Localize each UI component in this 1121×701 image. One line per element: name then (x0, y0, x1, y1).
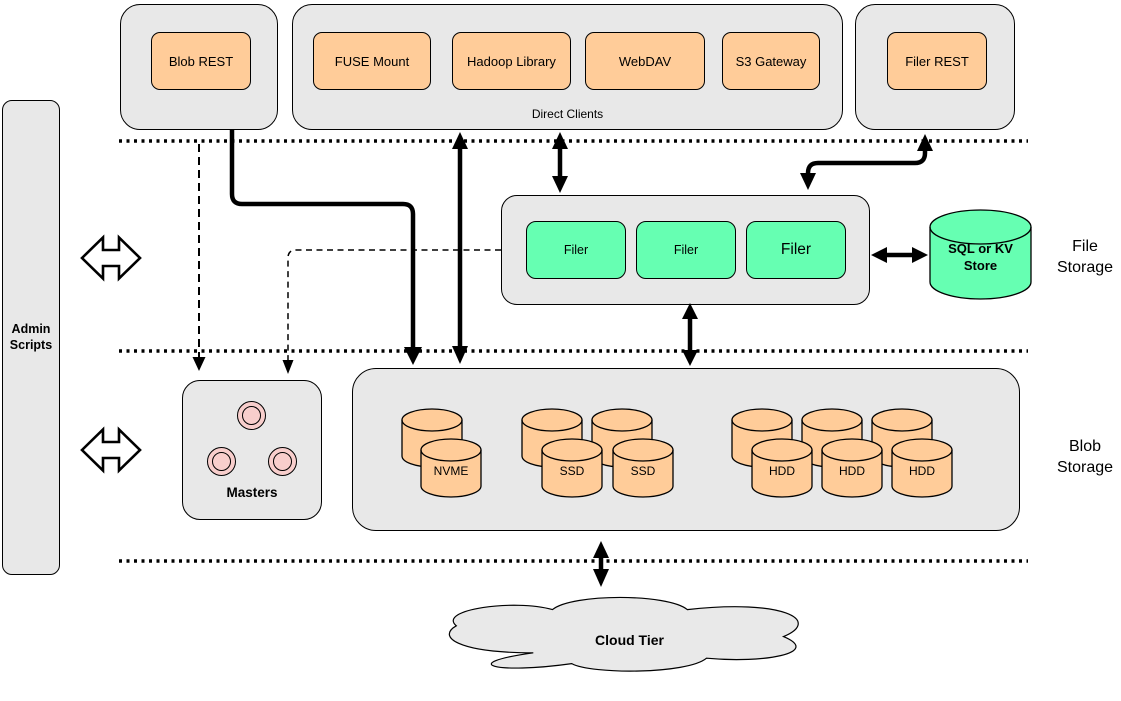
connector-filer-metadata-bidirectional (871, 247, 928, 263)
connector-clients-volumes-bidirectional (452, 132, 468, 364)
disk-cylinder-hdd: HDD (891, 438, 953, 498)
hadoop-library-label: Hadoop Library (467, 53, 556, 69)
webdav-label: WebDAV (618, 53, 672, 69)
connector-blobrest-masters-dashed (192, 144, 206, 371)
filer-rest-label: Filer REST (905, 53, 969, 69)
database-cylinder-icon (929, 209, 1032, 300)
filer-box-1: Filer (526, 221, 626, 279)
file-storage-section-label: File Storage (1056, 238, 1114, 276)
hadoop-library-box: Hadoop Library (452, 32, 571, 90)
fuse-mount-label: FUSE Mount (334, 53, 410, 69)
filer-group-container: Filer Filer Filer (501, 195, 870, 305)
admin-scripts-box: Admin Scripts (2, 100, 60, 575)
filer-label-1: Filer (563, 243, 589, 257)
cloud-tier-label: Cloud Tier (595, 632, 664, 648)
filer-box-3: Filer (746, 221, 846, 279)
metadata-store-cylinder: SQL or KV Store (929, 209, 1032, 300)
master-node-icon (207, 447, 236, 476)
master-node-icon (268, 447, 297, 476)
disk-label-ssd: SSD (559, 464, 585, 478)
connector-filerrest-filer-bidirectional (800, 134, 933, 190)
filer-label-3: Filer (780, 241, 812, 258)
volume-servers-box: NVME SSD SSD HDD (352, 368, 1020, 531)
connector-blobrest-to-volumes (229, 130, 422, 365)
direct-clients-container: FUSE Mount Hadoop Library WebDAV S3 Gate… (292, 4, 843, 130)
connector-volumes-cloud-bidirectional (593, 541, 609, 587)
disk-cylinder-nvme: NVME (420, 438, 482, 498)
disk-cylinder-hdd: HDD (751, 438, 813, 498)
filer-box-2: Filer (636, 221, 736, 279)
s3-gateway-box: S3 Gateway (722, 32, 820, 90)
disk-label-nvme: NVME (433, 464, 469, 478)
connector-clients-filer-bidirectional (552, 132, 568, 193)
admin-blob-tier-arrow-icon (80, 426, 142, 474)
blob-storage-section-label: Blob Storage (1056, 438, 1114, 476)
blob-rest-box: Blob REST (151, 32, 251, 90)
disk-cylinder-ssd: SSD (612, 438, 674, 498)
disk-label-ssd: SSD (630, 464, 656, 478)
master-node-icon (237, 401, 266, 430)
cloud-icon (448, 596, 799, 672)
connector-filer-masters-dashed (282, 249, 501, 374)
disk-label-hdd: HDD (839, 464, 865, 478)
masters-label: Masters (226, 485, 278, 500)
filer-label-2: Filer (673, 243, 699, 257)
direct-clients-label: Direct Clients (531, 107, 604, 121)
disk-label-hdd: HDD (769, 464, 795, 478)
disk-cylinder-hdd: HDD (821, 438, 883, 498)
metadata-store-label: SQL or KV Store (948, 241, 1013, 273)
filer-rest-container: Filer REST (855, 4, 1015, 130)
fuse-mount-box: FUSE Mount (313, 32, 431, 90)
masters-box: Masters (182, 380, 322, 520)
disk-label-hdd: HDD (909, 464, 935, 478)
disk-cylinder-ssd: SSD (541, 438, 603, 498)
cloud-tier: Cloud Tier (437, 588, 822, 696)
admin-file-tier-arrow-icon (80, 234, 142, 282)
s3-gateway-label: S3 Gateway (735, 53, 807, 69)
admin-scripts-label: Admin Scripts (9, 321, 53, 352)
connector-filer-volumes-bidirectional (682, 303, 698, 366)
blob-rest-container: Blob REST (120, 4, 278, 130)
webdav-box: WebDAV (585, 32, 705, 90)
filer-rest-box: Filer REST (887, 32, 987, 90)
blob-rest-label: Blob REST (168, 53, 234, 69)
